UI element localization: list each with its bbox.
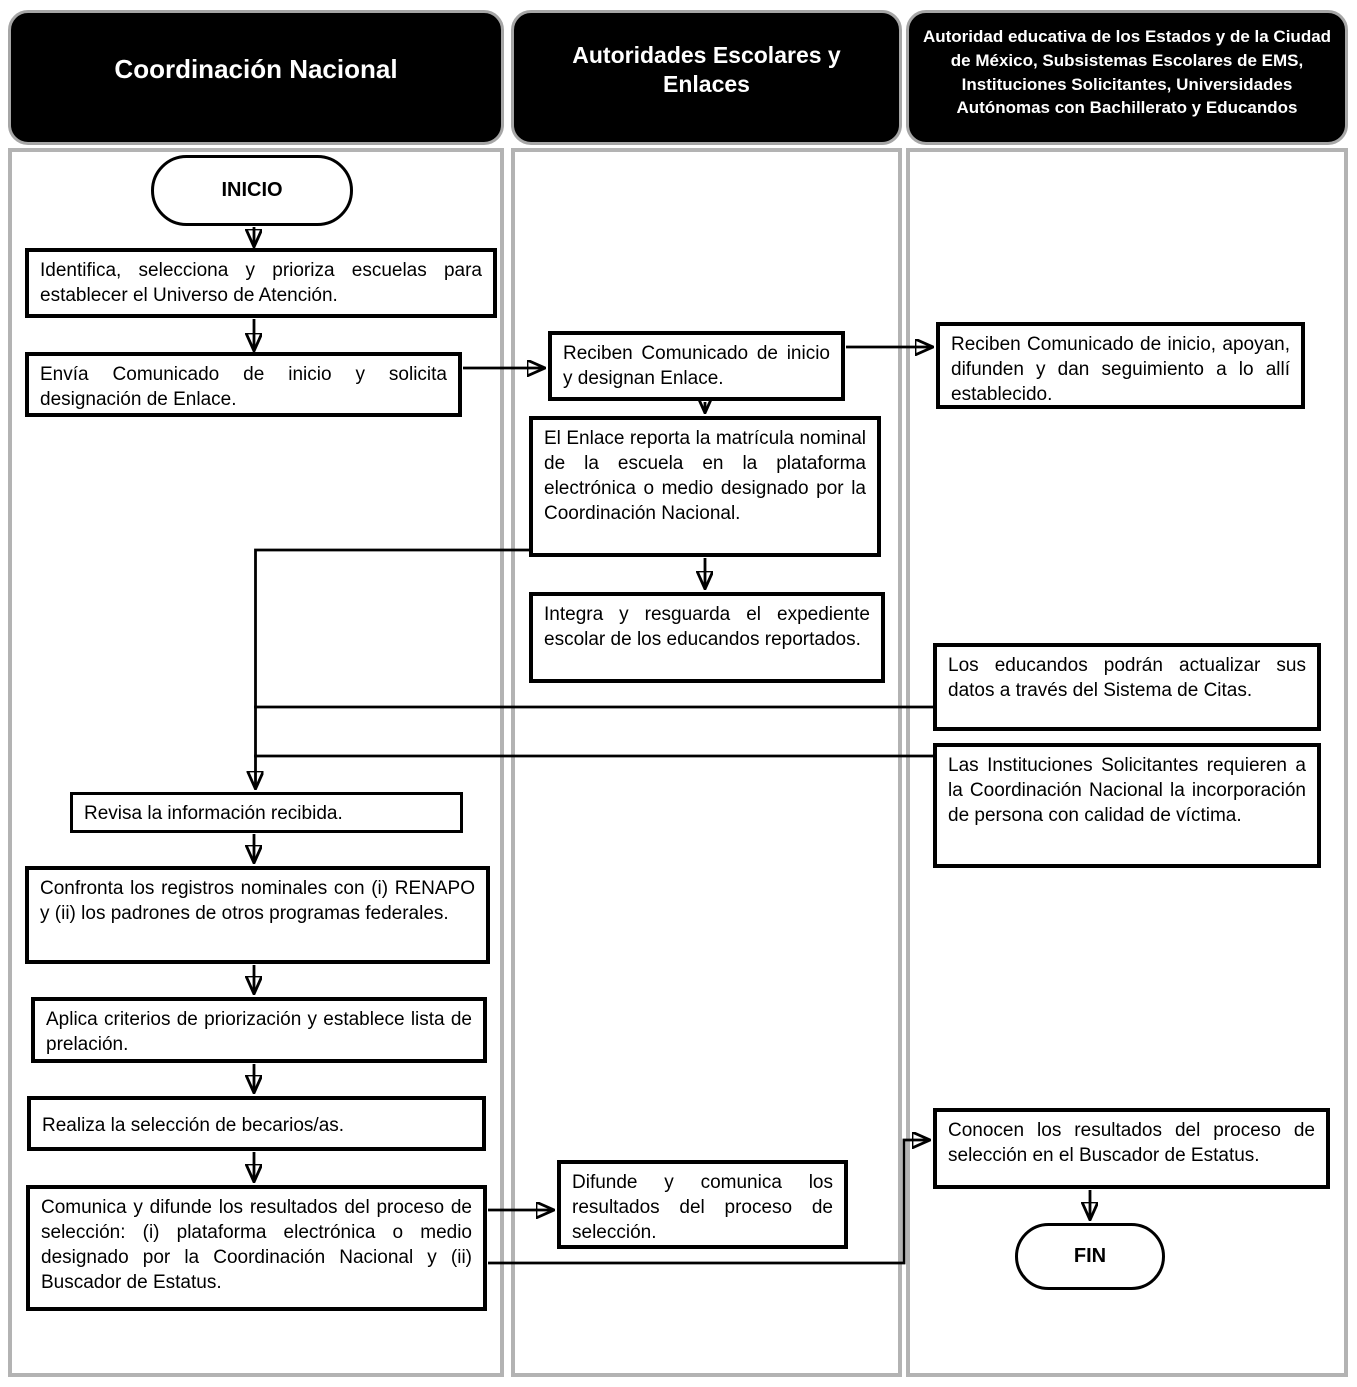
edge-comunica-conocen bbox=[488, 1140, 929, 1265]
node-envia-comunicado: Envía Comunicado de inicio y solicita de… bbox=[25, 352, 462, 417]
lane-header-autoridades-escolares-enlaces: Autoridades Escolares y Enlaces bbox=[511, 10, 902, 145]
node-conocen-resultados: Conocen los resultados del proceso de se… bbox=[933, 1108, 1330, 1189]
node-integra-expediente: Integra y resguarda el expediente escola… bbox=[529, 592, 885, 683]
node-revisa-informacion: Revisa la información recibida. bbox=[70, 792, 463, 833]
lane-header-label: Autoridad educativa de los Estados y de … bbox=[922, 26, 1332, 118]
lane-header-label: Coordinación Nacional bbox=[114, 54, 398, 84]
lane-header-coordinacion-nacional: Coordinación Nacional bbox=[8, 10, 504, 145]
node-reciben-comunicado-apoyan: Reciben Comunicado de inicio, apoyan, di… bbox=[936, 322, 1305, 409]
node-inicio-terminator: INICIO bbox=[151, 155, 353, 226]
node-aplica-criterios: Aplica criterios de priorización y estab… bbox=[31, 997, 487, 1063]
node-enlace-reporta-matricula: El Enlace reporta la matrícula nominal d… bbox=[529, 416, 881, 557]
node-instituciones-solicitantes: Las Instituciones Solicitantes requieren… bbox=[933, 743, 1321, 868]
node-difunde-resultados: Difunde y comunica los resultados del pr… bbox=[557, 1160, 848, 1249]
node-realiza-seleccion: Realiza la selección de becarios/as. bbox=[27, 1096, 486, 1151]
node-reciben-comunicado-enlace: Reciben Comunicado de inicio y designan … bbox=[548, 331, 845, 401]
node-identifica-escuelas: Identifica, selecciona y prioriza escuel… bbox=[25, 248, 497, 318]
node-confronta-registros: Confronta los registros nominales con (i… bbox=[25, 866, 490, 964]
edge-enlace-reporta-revisa bbox=[256, 548, 531, 788]
node-comunica-resultados: Comunica y difunde los resultados del pr… bbox=[26, 1185, 487, 1311]
lane-header-autoridad-educativa-estados: Autoridad educativa de los Estados y de … bbox=[906, 10, 1348, 145]
node-educandos-sistema-citas: Los educandos podrán actualizar sus dato… bbox=[933, 643, 1321, 731]
lane-header-label: Autoridades Escolares y Enlaces bbox=[572, 41, 841, 97]
node-fin-terminator: FIN bbox=[1015, 1223, 1165, 1290]
